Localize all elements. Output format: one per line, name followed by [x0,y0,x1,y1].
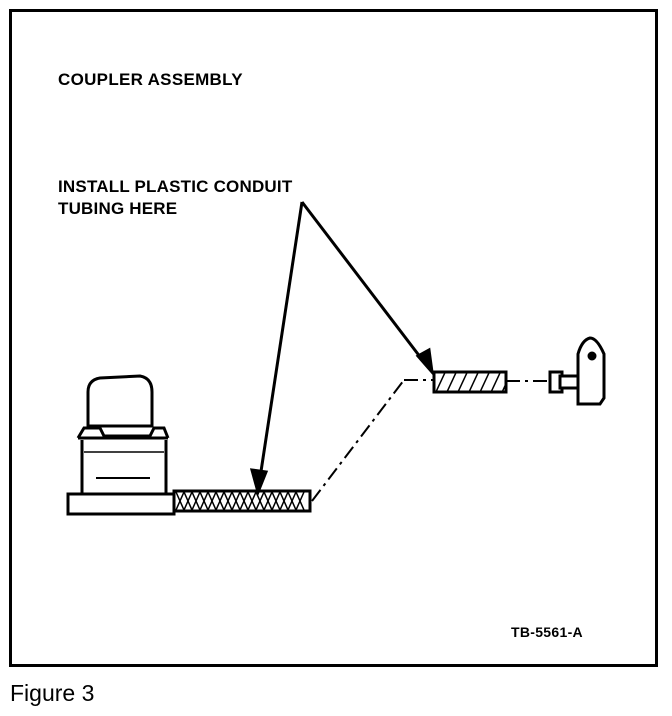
callout-label: INSTALL PLASTIC CONDUIT TUBING HERE [58,176,292,220]
figure-caption: Figure 3 [10,680,95,706]
plastic-conduit-tubing [172,489,312,513]
leader-arrows [249,201,435,497]
cable-path [311,379,550,502]
coupler-body [66,374,176,516]
callout-line-2: TUBING HERE [58,199,178,218]
callout-line-1: INSTALL PLASTIC CONDUIT [58,177,293,196]
diagram-title: COUPLER ASSEMBLY [58,70,243,89]
reference-code: TB-5561-A [511,624,583,640]
conduit-section-hatched [432,370,508,394]
end-fitting [548,336,606,406]
figure-frame [9,9,658,667]
